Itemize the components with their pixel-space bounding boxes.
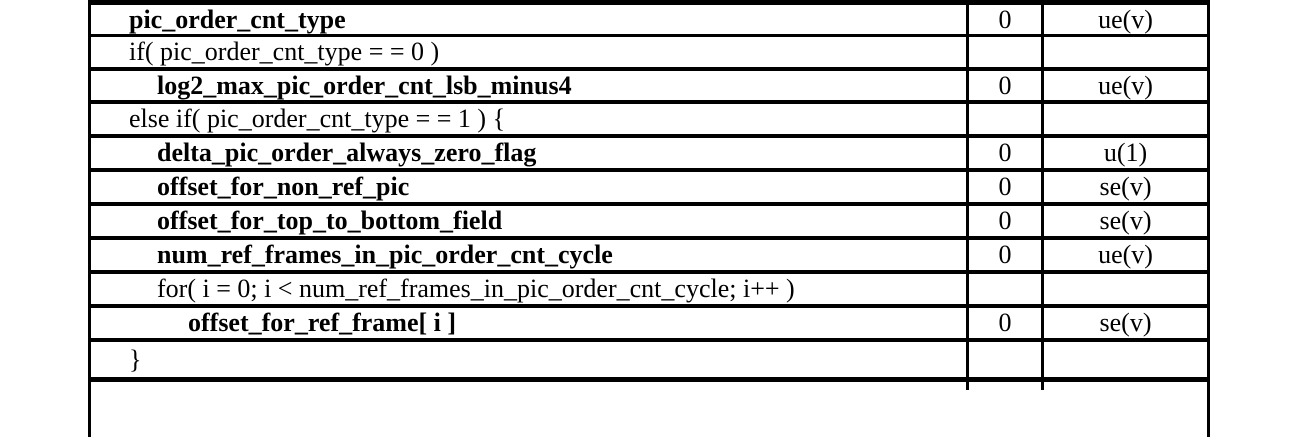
table-row: else if( pic_order_cnt_type = = 1 ) { <box>91 104 1207 138</box>
syntax-cell: offset_for_non_ref_pic <box>91 172 969 202</box>
syntax-cell: pic_order_cnt_type <box>91 5 969 34</box>
table-row: log2_max_pic_order_cnt_lsb_minus4 0 ue(v… <box>91 71 1207 104</box>
descriptor-cell: ue(v) <box>1098 71 1153 100</box>
partial-row-bottom <box>91 382 1207 390</box>
descriptor-cell: ue(v) <box>1098 5 1153 34</box>
category-cell <box>969 342 1044 377</box>
syntax-cell: else if( pic_order_cnt_type = = 1 ) { <box>91 104 969 134</box>
descriptor-cell: se(v) <box>1099 206 1152 235</box>
table-row: if( pic_order_cnt_type = = 0 ) <box>91 37 1207 71</box>
category-cell <box>969 382 1044 390</box>
descriptor-cell: se(v) <box>1099 172 1152 201</box>
descriptor-cell: se(v) <box>1099 308 1152 337</box>
syntax-cell: offset_for_top_to_bottom_field <box>91 206 969 236</box>
syntax-cell <box>91 382 969 390</box>
category-cell: 0 <box>969 5 1044 34</box>
category-cell: 0 <box>969 138 1044 168</box>
descriptor-cell <box>1044 382 1207 390</box>
category-cell: 0 <box>969 71 1044 100</box>
descriptor-cell <box>1044 104 1207 134</box>
category-cell: 0 <box>969 206 1044 236</box>
descriptor-cell: ue(v) <box>1098 240 1153 269</box>
syntax-cell: log2_max_pic_order_cnt_lsb_minus4 <box>91 71 969 100</box>
syntax-cell: if( pic_order_cnt_type = = 0 ) <box>91 37 969 67</box>
syntax-cell: for( i = 0; i < num_ref_frames_in_pic_or… <box>91 274 969 304</box>
syntax-cell: } <box>91 342 969 377</box>
table-row: for( i = 0; i < num_ref_frames_in_pic_or… <box>91 274 1207 308</box>
syntax-cell: num_ref_frames_in_pic_order_cnt_cycle <box>91 240 969 270</box>
category-cell: 0 <box>969 308 1044 338</box>
table-row: offset_for_top_to_bottom_field 0 se(v) <box>91 206 1207 240</box>
syntax-table: pic_order_cnt_type 0 ue(v) if( pic_order… <box>88 0 1210 437</box>
partial-row-top <box>91 0 1207 5</box>
syntax-cell: offset_for_ref_frame[ i ] <box>91 308 969 338</box>
table-row: offset_for_ref_frame[ i ] 0 se(v) <box>91 308 1207 342</box>
table-row: delta_pic_order_always_zero_flag 0 u(1) <box>91 138 1207 172</box>
table-row: } <box>91 342 1207 382</box>
category-cell <box>969 274 1044 304</box>
category-cell <box>969 37 1044 67</box>
category-cell: 0 <box>969 172 1044 202</box>
category-cell: 0 <box>969 240 1044 270</box>
descriptor-cell <box>1044 274 1207 304</box>
table-row: offset_for_non_ref_pic 0 se(v) <box>91 172 1207 206</box>
descriptor-cell: u(1) <box>1103 138 1148 167</box>
syntax-cell: delta_pic_order_always_zero_flag <box>91 138 969 168</box>
table-row: num_ref_frames_in_pic_order_cnt_cycle 0 … <box>91 240 1207 274</box>
table-row: pic_order_cnt_type 0 ue(v) <box>91 5 1207 37</box>
descriptor-cell <box>1044 37 1207 67</box>
descriptor-cell <box>1044 342 1207 377</box>
category-cell <box>969 104 1044 134</box>
